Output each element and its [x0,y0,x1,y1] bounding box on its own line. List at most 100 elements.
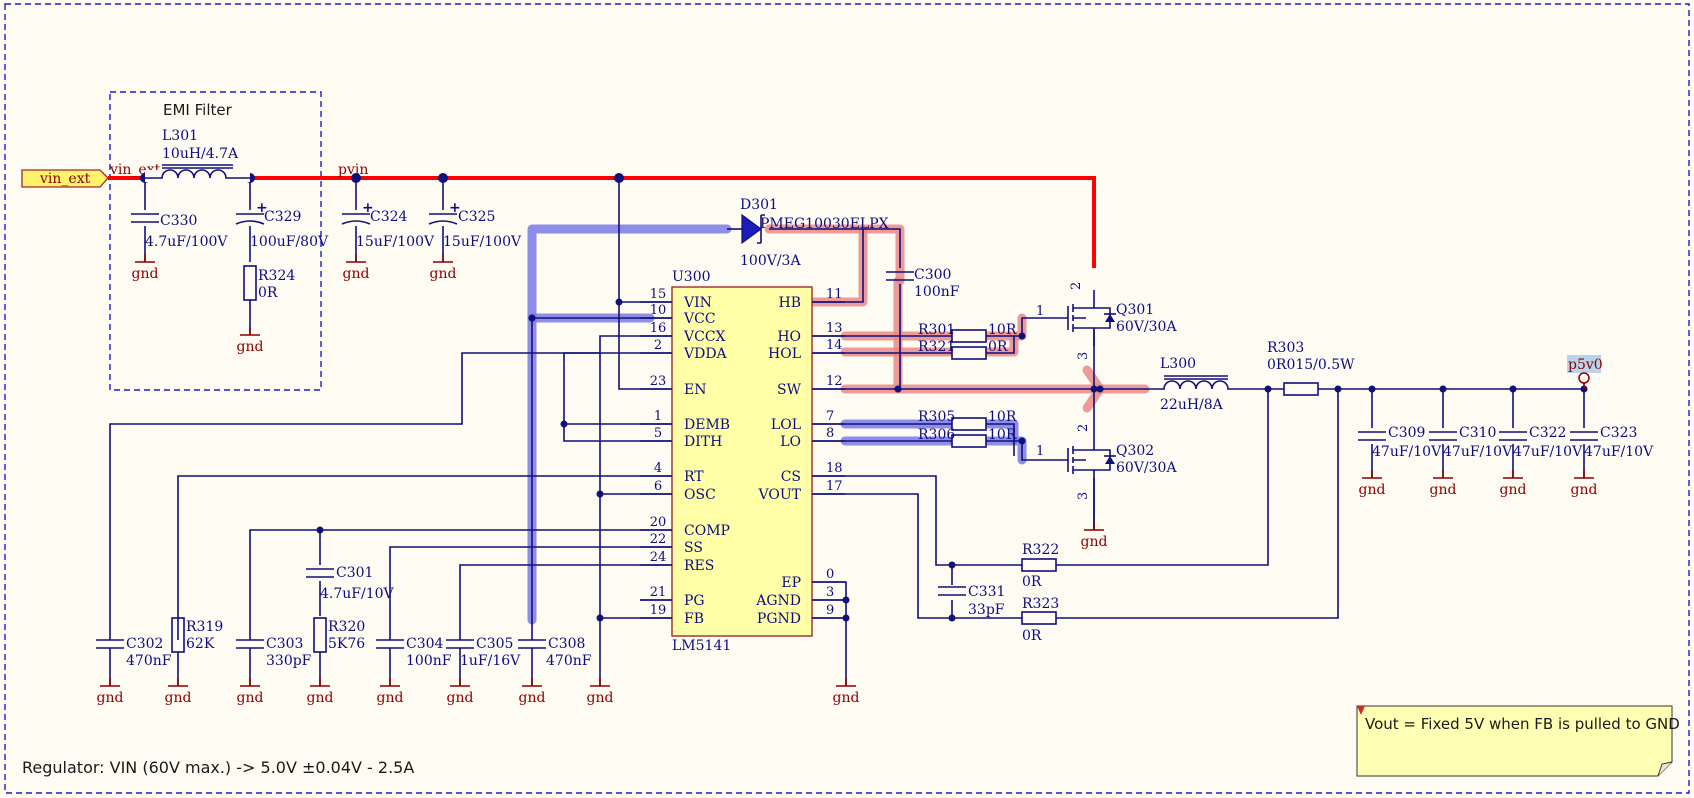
resistor-r322[interactable]: R322 0R [1021,542,1059,590]
pin-number: 8 [826,426,834,441]
capacitor-c302[interactable]: C302 470nF [96,636,172,686]
resistor-r305[interactable]: R305 10R [918,409,1017,431]
svg-text:4.7uF/10V: 4.7uF/10V [320,586,395,602]
svg-text:62K: 62K [186,636,215,652]
pin-name: OSC [684,487,716,503]
gnd-label: gnd [97,690,124,706]
gnd-label: gnd [1359,482,1386,498]
mosfet-q302[interactable]: 1 2 3 Q302 60V/30A [1036,420,1177,530]
junctions [140,173,1588,622]
resistor-r319[interactable]: R319 62K [171,617,223,686]
capacitor-c322[interactable]: C322 47uF/10V [1499,425,1583,460]
inductor-l301[interactable]: L301 10uH/4.7A [145,128,250,182]
pin-number: 2 [654,338,662,353]
resistor-r323[interactable]: R323 0R [1021,596,1059,644]
capacitor-c305[interactable]: C305 1uF/16V [446,636,521,686]
gnd-label: gnd [519,690,546,706]
svg-text:5K76: 5K76 [328,636,365,652]
capacitor-c325[interactable]: + C325 15uF/100V [428,200,522,250]
svg-text:C322: C322 [1529,425,1566,441]
svg-text:3: 3 [1076,492,1091,500]
ic-pin-rt[interactable]: 4RT [640,461,704,485]
pin-name: EP [781,575,801,591]
svg-text:+: + [256,200,268,216]
resistor-r306[interactable]: R306 10R [918,427,1017,448]
pin-name: DEMB [684,417,730,433]
pin-number: 3 [826,585,834,600]
resistor-r303[interactable]: R303 0R015/0.5W [1267,340,1355,396]
svg-text:2: 2 [1076,424,1091,432]
gnd-symbol: gnd [833,678,860,706]
ic-u300[interactable]: U300 LM5141 15VIN10VCC16VCCX2VDDA23EN1DE… [640,269,845,654]
svg-text:C330: C330 [160,213,197,229]
resistor-r324[interactable]: R324 0R [243,265,295,301]
capacitor-c304[interactable]: C304 100nF [376,636,452,686]
capacitor-c309[interactable]: C309 47uF/10V [1358,425,1442,460]
svg-text:2: 2 [1069,282,1084,290]
svg-text:PMEG10030ELPX: PMEG10030ELPX [760,216,889,232]
svg-text:0R: 0R [1022,628,1042,644]
resistor-r320[interactable]: R320 5K76 [313,617,365,653]
gnd-symbol: gnd [519,678,546,706]
capacitor-c329[interactable]: + C329 100uF/80V [235,200,329,250]
svg-text:+: + [362,200,374,216]
svg-text:47uF/10V: 47uF/10V [1584,444,1654,460]
pin-number: 18 [826,461,843,476]
pin-name: FB [684,611,704,627]
svg-text:L300: L300 [1160,356,1196,372]
svg-text:470nF: 470nF [126,653,172,669]
capacitor-c330[interactable]: C330 4.7uF/100V [131,213,228,250]
gnd-symbol: gnd [307,678,334,706]
capacitor-c301[interactable]: C301 4.7uF/10V [306,565,395,602]
resistor-r321[interactable]: R321 0R [918,339,1008,360]
mosfet-q301[interactable]: 1 2 3 Q301 60V/30A [1036,282,1177,360]
p5v0-port[interactable]: p5v0 [1567,355,1603,389]
svg-text:R323: R323 [1022,596,1059,612]
svg-text:47uF/10V: 47uF/10V [1443,444,1513,460]
svg-text:1: 1 [1036,304,1044,319]
capacitor-c303[interactable]: C303 330pF [236,636,312,686]
ic-pin-ep[interactable]: 0EP [781,567,845,591]
capacitor-c324[interactable]: + C324 15uF/100V [341,200,435,250]
capacitor-c308[interactable]: C308 470nF [518,620,592,686]
vin-ext-port[interactable] [21,169,109,188]
inductor-l300[interactable]: L300 22uH/8A [1160,356,1232,413]
ic-pin-lo[interactable]: 8LO [780,426,845,450]
pvin-power-net [108,176,1096,268]
svg-text:R320: R320 [328,619,365,635]
capacitor-c310[interactable]: C310 47uF/10V [1429,425,1513,460]
pin-number: 10 [650,303,667,318]
svg-text:+: + [449,200,461,216]
pin-name: EN [684,382,706,398]
capacitor-c300[interactable]: C300 100nF [886,267,960,300]
diode-d301[interactable]: D301 PMEG10030ELPX 100V/3A [727,197,889,269]
svg-text:100uF/80V: 100uF/80V [250,234,329,250]
pin-number: 17 [826,479,843,494]
capacitor-c331[interactable]: C331 33pF [938,584,1005,618]
capacitor-c323[interactable]: C323 47uF/10V [1570,425,1654,460]
resistor-r301[interactable]: R301 10R [918,322,1017,343]
svg-text:47uF/10V: 47uF/10V [1372,444,1442,460]
